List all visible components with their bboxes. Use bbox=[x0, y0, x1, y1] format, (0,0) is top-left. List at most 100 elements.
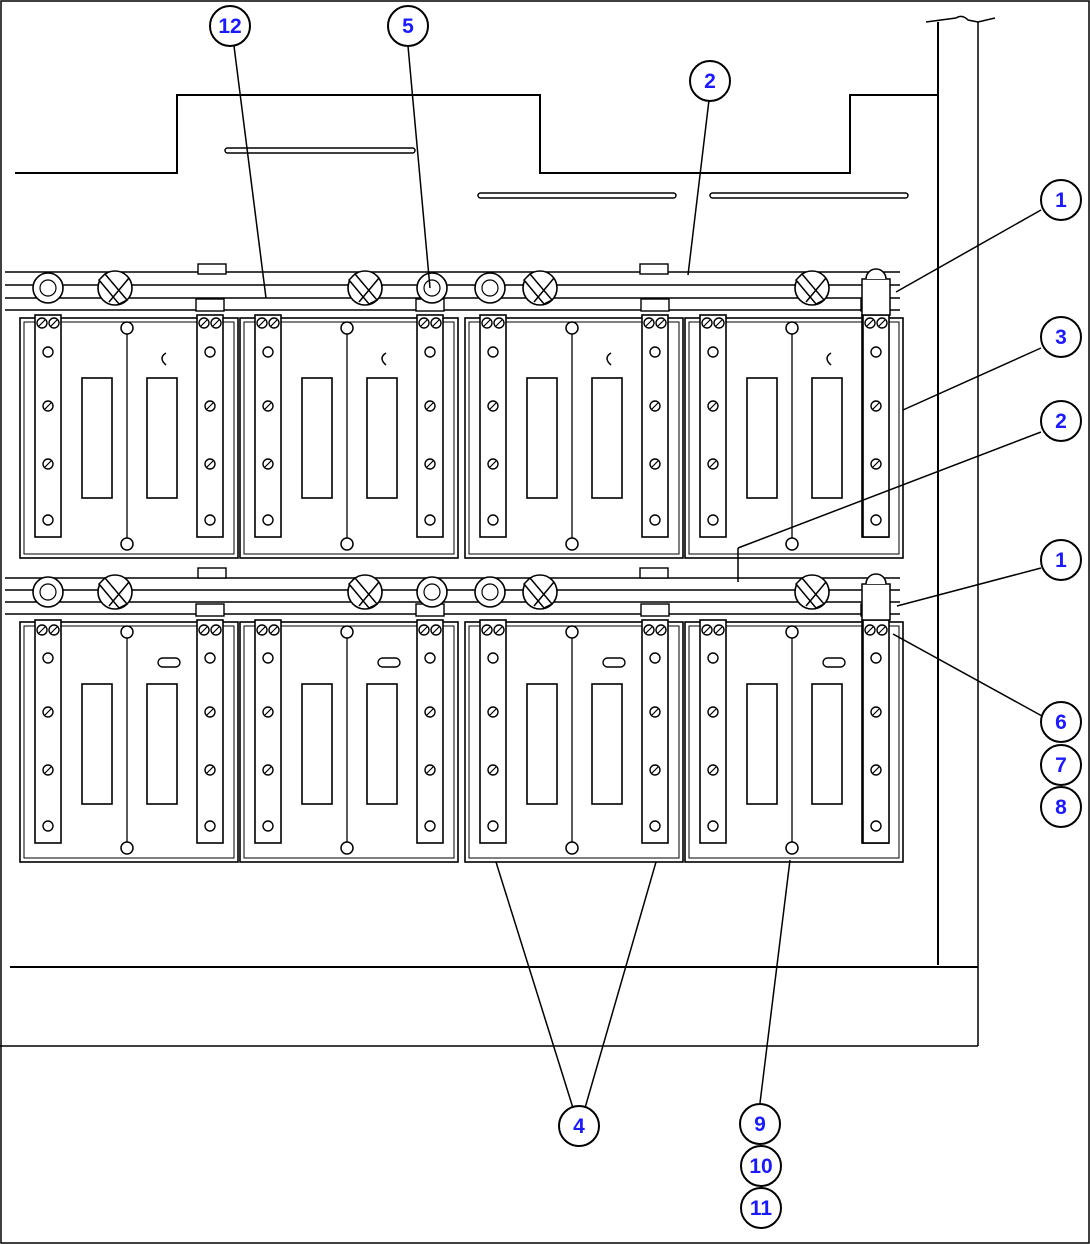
hole-icon bbox=[204, 346, 216, 358]
mount-hole-icon bbox=[340, 321, 354, 335]
hole-icon bbox=[262, 652, 274, 664]
hole-icon bbox=[42, 652, 54, 664]
rail-bolt-icon bbox=[639, 263, 669, 275]
mount-hole-icon bbox=[120, 321, 134, 335]
callout-c5: 5 bbox=[387, 5, 429, 47]
rail-spacer-icon bbox=[474, 576, 506, 608]
hole-icon bbox=[204, 514, 216, 526]
rail-clamp-knob-icon bbox=[794, 270, 830, 306]
callout-label: 5 bbox=[402, 15, 414, 38]
rail-upper bbox=[5, 271, 900, 311]
rail-bolt-icon bbox=[197, 263, 227, 275]
mount-hole-icon bbox=[785, 537, 799, 551]
callout-c7: 7 bbox=[1040, 744, 1082, 786]
callout-label: 8 bbox=[1055, 796, 1067, 819]
callout-label: 3 bbox=[1055, 326, 1067, 349]
fuse-window bbox=[526, 683, 558, 805]
strap-clip bbox=[195, 298, 225, 312]
rail-spacer-icon bbox=[416, 272, 448, 304]
mount-hole-icon bbox=[785, 321, 799, 335]
terminal-strap bbox=[416, 314, 444, 538]
breaker-module bbox=[464, 603, 684, 863]
fuse-window bbox=[301, 377, 333, 499]
rail-bolt-icon bbox=[197, 567, 227, 579]
mount-hole-icon bbox=[340, 625, 354, 639]
strap-clip bbox=[640, 603, 670, 617]
mount-hole-icon bbox=[565, 625, 579, 639]
fuse-window bbox=[366, 683, 398, 805]
hole-icon bbox=[204, 652, 216, 664]
callout-c11: 11 bbox=[740, 1187, 782, 1229]
mount-hole-icon bbox=[340, 841, 354, 855]
hole-icon bbox=[649, 346, 661, 358]
hole-icon bbox=[424, 514, 436, 526]
mount-hole-icon bbox=[565, 321, 579, 335]
mount-hole-icon bbox=[785, 841, 799, 855]
hole-icon bbox=[707, 514, 719, 526]
callout-label: 12 bbox=[218, 15, 241, 38]
end-strap bbox=[861, 268, 891, 538]
strap-clip bbox=[195, 603, 225, 617]
mount-hole-icon bbox=[120, 625, 134, 639]
mount-hole-icon bbox=[565, 537, 579, 551]
callout-label: 11 bbox=[750, 1197, 773, 1220]
hole-icon bbox=[424, 652, 436, 664]
callout-c4: 4 bbox=[558, 1105, 600, 1147]
callout-circle bbox=[387, 5, 429, 47]
strap-clip bbox=[640, 298, 670, 312]
leader-4b bbox=[584, 861, 657, 1109]
rail-clamp-knob-icon bbox=[347, 574, 383, 610]
fuse-window bbox=[746, 683, 778, 805]
fuse-window bbox=[811, 377, 843, 499]
fuse-window bbox=[811, 683, 843, 805]
callout-label: 2 bbox=[704, 70, 716, 93]
breaker-module bbox=[239, 298, 459, 559]
leader-12 bbox=[233, 45, 267, 299]
leader-5 bbox=[407, 45, 431, 289]
callout-c12: 12 bbox=[209, 5, 251, 47]
leader-lines bbox=[233, 45, 1043, 1109]
rail-bolt-icon bbox=[639, 567, 669, 579]
leader-4a bbox=[495, 861, 574, 1109]
callout-circle bbox=[1040, 316, 1082, 358]
callout-c10: 10 bbox=[740, 1145, 782, 1187]
leader-2b bbox=[737, 431, 1042, 549]
callout-circle bbox=[1040, 539, 1082, 581]
callout-label: 9 bbox=[754, 1113, 766, 1136]
callout-circle bbox=[209, 5, 251, 47]
hole-icon bbox=[870, 514, 882, 526]
hole-icon bbox=[42, 346, 54, 358]
callout-circle bbox=[1040, 744, 1082, 786]
rail-clamp-knob-icon bbox=[522, 270, 558, 306]
hole-icon bbox=[707, 820, 719, 832]
hole-icon bbox=[424, 346, 436, 358]
leader-6 bbox=[892, 633, 1043, 717]
callout-c1b: 1 bbox=[1040, 539, 1082, 581]
fuse-window bbox=[81, 683, 113, 805]
hole-icon bbox=[487, 514, 499, 526]
rail-spacer-icon bbox=[416, 576, 448, 608]
callout-label: 1 bbox=[1055, 549, 1067, 572]
hole-icon bbox=[487, 652, 499, 664]
rail-clamp-knob-icon bbox=[794, 574, 830, 610]
callout-circle bbox=[558, 1105, 600, 1147]
terminal-strap bbox=[479, 619, 507, 844]
callout-circle bbox=[740, 1187, 782, 1229]
hole-icon bbox=[649, 820, 661, 832]
enclosure bbox=[0, 15, 996, 1047]
hole-icon bbox=[204, 820, 216, 832]
callout-c9: 9 bbox=[739, 1103, 781, 1145]
callout-c3: 3 bbox=[1040, 316, 1082, 358]
hole-icon bbox=[870, 346, 882, 358]
fuse-window bbox=[146, 377, 178, 499]
mount-hole-icon bbox=[785, 625, 799, 639]
callout-c1a: 1 bbox=[1040, 179, 1082, 221]
rail-lower bbox=[5, 577, 900, 615]
rail-spacer-icon bbox=[474, 272, 506, 304]
callout-label: 6 bbox=[1055, 711, 1067, 734]
hole-icon bbox=[487, 346, 499, 358]
fuse-window bbox=[591, 683, 623, 805]
hole-icon bbox=[870, 820, 882, 832]
